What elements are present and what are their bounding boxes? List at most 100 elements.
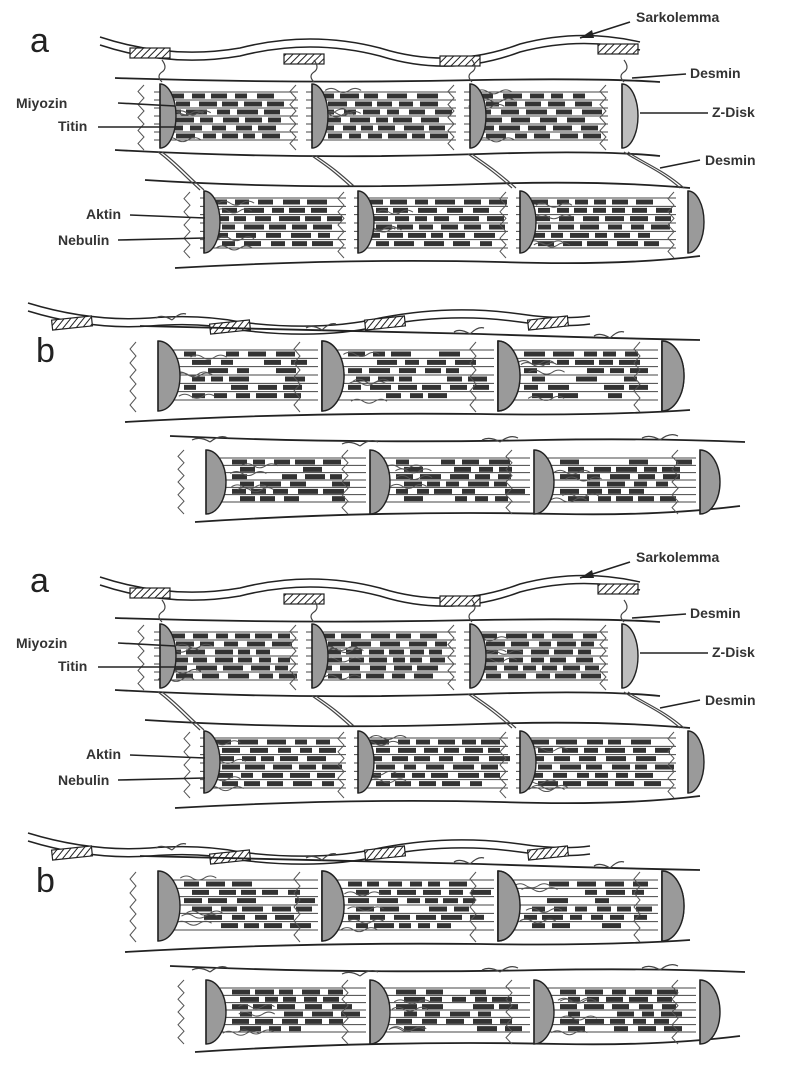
myofibril-boundary <box>145 180 690 188</box>
sarcolemma-line <box>100 583 640 606</box>
titin-edge <box>184 192 190 258</box>
desmin-filament <box>621 60 627 82</box>
label-desmin-upper: Desmin <box>690 65 741 81</box>
sarcolemma-line <box>100 575 640 598</box>
desmin-filament <box>158 692 200 730</box>
panel-letter: b <box>36 862 55 900</box>
label-nebulin: Nebulin <box>58 232 109 248</box>
label-titin: Titin <box>58 118 87 134</box>
myofibril-boundary <box>115 150 660 156</box>
desmin-filament <box>624 152 680 188</box>
desmin-filament <box>628 692 684 728</box>
titin-edge <box>184 732 190 798</box>
titin-edge <box>178 980 184 1044</box>
panel-letter: b <box>36 332 55 370</box>
label-z-disk: Z-Disk <box>712 104 755 120</box>
desmin-filament <box>628 152 684 188</box>
sarcolemma-line <box>28 303 590 326</box>
myofibril-boundary <box>195 506 740 522</box>
titin-edge <box>138 85 144 150</box>
label-aktin: Aktin <box>86 206 121 222</box>
z-disk-shade <box>662 871 684 941</box>
myofibril-boundary <box>115 690 660 696</box>
z-disk <box>206 450 226 514</box>
z-disk <box>534 450 554 514</box>
z-disk <box>534 980 554 1044</box>
desmin-filament <box>316 156 354 186</box>
label-aktin: Aktin <box>86 746 121 762</box>
sarcolemma-line <box>100 43 640 66</box>
myofibril-boundary <box>115 78 660 82</box>
desmin-filament <box>312 696 350 726</box>
desmin-filament <box>158 152 200 190</box>
z-disk <box>688 191 704 253</box>
costamere-patch <box>130 48 170 58</box>
desmin-filament <box>162 152 204 190</box>
myofibril-boundary <box>125 940 690 952</box>
costamere-patch <box>528 316 569 330</box>
sarcolemma-membrane <box>100 35 640 66</box>
label-titin: Titin <box>58 658 87 674</box>
panel-a-top: a Sarkolemma Desmin Miyozin Titin Z-Disk… <box>16 9 756 268</box>
titin-strand <box>180 876 216 880</box>
z-disk <box>700 450 720 514</box>
myofibril-boundary <box>175 256 700 268</box>
desmin-filament <box>162 692 204 730</box>
myofibril-rows <box>125 844 745 1052</box>
costamere-patch <box>130 588 170 598</box>
costamere-patch <box>284 594 324 604</box>
label-sarkolemma: Sarkolemma <box>636 549 719 565</box>
costamere-patch <box>528 846 569 860</box>
myofibril-boundary <box>125 410 690 422</box>
z-disk <box>622 624 638 688</box>
label-desmin-lower: Desmin <box>705 152 756 168</box>
costamere-patch <box>365 316 406 330</box>
costamere-patch <box>598 584 638 594</box>
costamere-patch <box>365 846 406 860</box>
desmin-filament <box>624 692 680 728</box>
z-disk <box>688 731 704 793</box>
label-miyozin: Miyozin <box>16 635 67 651</box>
myofibril-boundary <box>175 796 700 808</box>
titin-strand <box>551 1031 587 1035</box>
z-disk <box>622 84 638 148</box>
z-disk-shade <box>662 341 684 411</box>
costamere-patch <box>598 44 638 54</box>
desmin-filament <box>621 600 627 622</box>
panel-letter: a <box>30 562 49 600</box>
label-miyozin: Miyozin <box>16 95 67 111</box>
sarcolemma-line <box>100 35 640 58</box>
label-z-disk: Z-Disk <box>712 644 755 660</box>
titin-edge <box>130 872 136 942</box>
titin-edge <box>506 980 512 1044</box>
desmin-filament <box>316 696 354 726</box>
z-disk <box>206 980 226 1044</box>
label-nebulin: Nebulin <box>58 772 109 788</box>
panel-b-top: b <box>28 303 745 522</box>
costamere-patch <box>284 54 324 64</box>
label-desmin-upper: Desmin <box>690 605 741 621</box>
titin-edge <box>138 625 144 690</box>
titin-edge <box>470 872 476 942</box>
myofibril-boundary <box>195 1036 740 1052</box>
titin-strand <box>514 884 550 888</box>
sarcolemma-line <box>28 833 590 856</box>
z-disk <box>370 450 390 514</box>
myofibril-rows <box>115 600 704 808</box>
sarcolemma-membrane <box>100 575 640 606</box>
myofibril-rows <box>115 60 704 268</box>
titin-edge <box>130 342 136 412</box>
panel-b-bottom: b <box>28 833 745 1052</box>
label-desmin-lower: Desmin <box>705 692 756 708</box>
z-disk <box>370 980 390 1044</box>
label-sarkolemma: Sarkolemma <box>636 9 719 25</box>
titin-edge <box>178 450 184 514</box>
myofibril-boundary <box>145 720 690 728</box>
panel-letter: a <box>30 22 49 60</box>
panel-a-bottom: a Sarkolemma Desmin Miyozin Titin Z-Disk… <box>16 549 756 808</box>
myofibril-boundary <box>115 618 660 622</box>
desmin-filament <box>312 156 350 186</box>
z-disk <box>700 980 720 1044</box>
myofibril-rows <box>125 314 745 522</box>
